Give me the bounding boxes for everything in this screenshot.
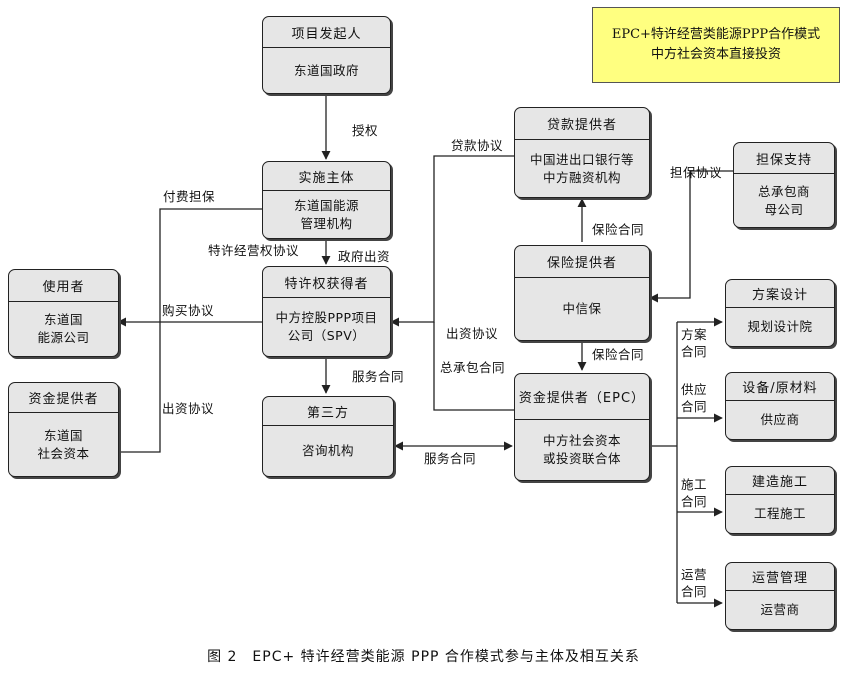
box-line: 东道国 [43, 427, 83, 443]
box-line: 中信保 [562, 301, 602, 316]
box-header: 保险提供者 [515, 246, 649, 278]
label-investment-agreement-mid: 出资协议 [446, 326, 499, 341]
label-insurance-contract-bottom: 保险合同 [592, 347, 645, 362]
box-line: 中方社会资本 [542, 433, 621, 448]
box-header: 方案设计 [726, 280, 834, 308]
connector-loan [390, 155, 514, 327]
box-line: 中国进出口银行等 [529, 151, 634, 167]
legend-line-1: EPC+特许经营类能源PPP合作模式 [611, 27, 821, 42]
connector-guarantee [649, 170, 733, 303]
label-franchise-agreement: 特许经营权协议 [208, 243, 300, 258]
box-header: 运营管理 [726, 563, 834, 591]
label-loan-agreement: 贷款协议 [451, 138, 504, 153]
box-equipment-supply: 设备/原材料 供应商 [725, 372, 835, 440]
legend-line-2: 中方社会资本直接投资 [650, 47, 781, 62]
connector-investment-mid [433, 322, 514, 411]
box-guarantee-support: 担保支持 总承包商 母公司 [733, 142, 835, 228]
label-line: 施工 [681, 477, 708, 492]
box-header: 资金提供者 [9, 383, 118, 413]
box-line: 咨询机构 [301, 443, 354, 458]
label-line: 运营 [681, 567, 708, 582]
box-lender: 贷款提供者 中国进出口银行等 中方融资机构 [514, 107, 650, 198]
box-construction: 建造施工 工程施工 [725, 466, 835, 534]
label-service-contract-top: 服务合同 [352, 369, 405, 384]
box-line: 东道国政府 [293, 62, 359, 78]
box-line: 公司（SPV） [287, 328, 366, 343]
box-insurer: 保险提供者 中信保 [514, 245, 650, 341]
box-header: 设备/原材料 [726, 373, 834, 401]
label-gov-investment: 政府出资 [338, 249, 391, 264]
label-line: 合同 [681, 584, 708, 599]
label-payment-guarantee: 付费担保 [163, 189, 216, 204]
box-header: 建造施工 [726, 467, 834, 495]
box-host-fund-provider: 资金提供者 东道国 社会资本 [8, 382, 119, 477]
model-legend: EPC+特许经营类能源PPP合作模式 中方社会资本直接投资 [592, 7, 840, 83]
label-line: 方案 [681, 327, 708, 342]
box-line: 管理机构 [300, 215, 353, 231]
box-header: 实施主体 [263, 162, 390, 191]
box-header: 特许权获得者 [263, 267, 390, 298]
figure-caption: 图 2 EPC+ 特许经营类能源 PPP 合作模式参与主体及相互关系 [207, 649, 640, 665]
box-line: 供应商 [760, 412, 800, 427]
box-line: 社会资本 [37, 445, 90, 461]
label-line: 合同 [681, 494, 708, 509]
box-line: 中方融资机构 [542, 169, 621, 185]
label-line: 供应 [681, 382, 708, 397]
box-user: 使用者 东道国 能源公司 [8, 269, 119, 357]
label-investment-agreement-left: 出资协议 [162, 401, 215, 416]
label-epc-contract: 总承包合同 [440, 360, 506, 375]
box-line: 工程施工 [753, 506, 806, 521]
box-line: 运营商 [760, 602, 800, 617]
box-header: 担保支持 [734, 143, 834, 174]
box-line: 总承包商 [757, 183, 810, 199]
box-project-sponsor: 项目发起人 东道国政府 [262, 16, 391, 94]
box-third-party: 第三方 咨询机构 [262, 396, 394, 477]
label-construction-contract: 施工 合同 [681, 476, 707, 510]
label-service-contract-bottom: 服务合同 [424, 451, 477, 466]
box-header: 使用者 [9, 270, 118, 302]
box-header: 资金提供者（EPC） [515, 374, 649, 420]
box-design: 方案设计 规划设计院 [725, 279, 835, 347]
label-authorize: 授权 [352, 123, 379, 138]
box-line: 东道国 [43, 312, 83, 327]
box-line: 规划设计院 [747, 319, 813, 334]
box-line: 中方控股PPP项目 [275, 310, 378, 325]
label-line: 合同 [681, 399, 708, 414]
box-operation: 运营管理 运营商 [725, 562, 835, 630]
label-insurance-contract-top: 保险合同 [592, 222, 645, 237]
box-line: 母公司 [764, 201, 804, 217]
label-design-contract: 方案 合同 [681, 326, 707, 360]
box-header: 第三方 [263, 397, 393, 426]
box-epc-provider: 资金提供者（EPC） 中方社会资本 或投资联合体 [514, 373, 650, 481]
box-line: 能源公司 [37, 330, 90, 345]
box-concessionaire: 特许权获得者 中方控股PPP项目 公司（SPV） [262, 266, 391, 357]
connector-payment-guarantee [118, 208, 262, 453]
label-operation-contract: 运营 合同 [681, 566, 707, 600]
box-implementer: 实施主体 东道国能源 管理机构 [262, 161, 391, 239]
label-guarantee-agreement: 担保协议 [670, 165, 723, 180]
box-line: 东道国能源 [293, 197, 359, 213]
label-supply-contract: 供应 合同 [681, 381, 707, 415]
box-header: 贷款提供者 [515, 108, 649, 140]
label-line: 合同 [681, 344, 708, 359]
box-header: 项目发起人 [263, 17, 390, 48]
box-line: 或投资联合体 [542, 451, 621, 466]
label-purchase-agreement: 购买协议 [162, 303, 215, 318]
